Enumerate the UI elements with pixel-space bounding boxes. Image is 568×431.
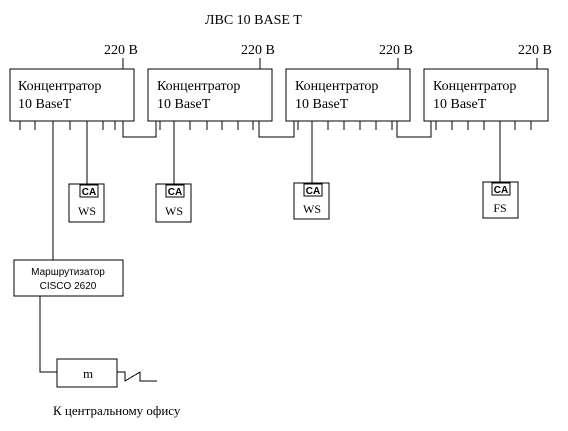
- ca-badge-box: [79, 184, 99, 198]
- hub-ports: [297, 121, 393, 130]
- station-label: WS: [78, 204, 96, 218]
- modem-label: m: [83, 366, 93, 381]
- hub-1: 220 В Концентратор 10 BaseT: [9, 43, 138, 130]
- hub-label-line2: 10 BaseT: [433, 97, 487, 112]
- file-server: CA FS: [482, 121, 519, 219]
- hub-box: [423, 68, 549, 122]
- hub-link-1-2: [122, 121, 157, 138]
- power-label: 220 В: [104, 43, 138, 58]
- hub-box: [147, 68, 273, 122]
- hub-ports: [435, 121, 532, 130]
- workstation-2: CA WS: [155, 121, 192, 223]
- router: Маршрутизатор CISCO 2620: [13, 259, 124, 297]
- router-label-line1: Маршрутизатор: [31, 267, 105, 278]
- ca-badge: CA: [82, 187, 96, 198]
- router-modem-cable: [39, 296, 57, 373]
- hub-ports: [19, 121, 116, 130]
- workstation-1: CA WS: [68, 121, 105, 223]
- ca-badge-box: [165, 184, 185, 198]
- hub-2: 220 В Концентратор 10 BaseT: [147, 43, 275, 130]
- ca-badge-box: [303, 183, 323, 197]
- hub-label-line1: Концентратор: [157, 79, 240, 94]
- wan-caption: К центральному офису: [53, 403, 181, 418]
- power-label: 220 В: [241, 43, 275, 58]
- ca-badge: CA: [168, 187, 182, 198]
- hub-ports: [159, 121, 254, 130]
- station-label: WS: [303, 202, 321, 216]
- hub-label-line1: Концентратор: [18, 79, 101, 94]
- hub-label-line1: Концентратор: [295, 79, 378, 94]
- hub-label-line2: 10 BaseT: [18, 97, 72, 112]
- station-label: FS: [493, 201, 506, 215]
- hub-box: [9, 68, 135, 122]
- hub-4: 220 В Концентратор 10 BaseT: [423, 43, 552, 130]
- hub-link-3-4: [396, 121, 432, 138]
- hub-label-line2: 10 BaseT: [295, 97, 349, 112]
- modem: m: [56, 358, 118, 388]
- router-box: [13, 259, 124, 297]
- modem-box: [56, 358, 118, 388]
- ca-badge: CA: [494, 185, 508, 196]
- workstation-3: CA WS: [293, 121, 330, 220]
- diagram-title: ЛВС 10 BASE T: [205, 13, 302, 28]
- ca-badge: CA: [306, 186, 320, 197]
- wan-link-icon: [117, 371, 157, 382]
- hub-link-2-3: [258, 121, 295, 138]
- router-label-line2: CISCO 2620: [40, 281, 97, 292]
- hub-label-line1: Концентратор: [433, 79, 516, 94]
- hub-label-line2: 10 BaseT: [157, 97, 211, 112]
- hub-3: 220 В Концентратор 10 BaseT: [285, 43, 413, 130]
- power-label: 220 В: [379, 43, 413, 58]
- station-label: WS: [165, 204, 183, 218]
- power-label: 220 В: [518, 43, 552, 58]
- hub-box: [285, 68, 411, 122]
- ca-badge-box: [491, 182, 511, 196]
